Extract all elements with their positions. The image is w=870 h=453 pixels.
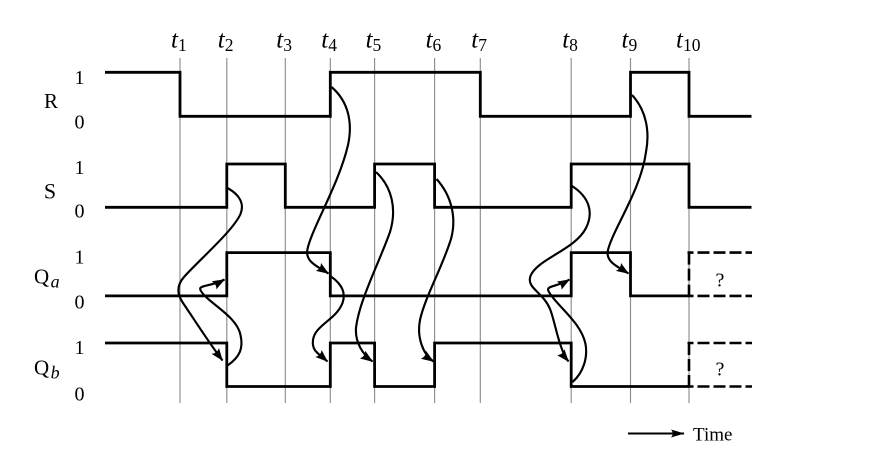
svg-text:Qa: Qa — [34, 265, 60, 292]
svg-text:1: 1 — [75, 337, 85, 359]
svg-text:t9: t9 — [622, 27, 638, 56]
svg-text:0: 0 — [75, 112, 85, 134]
svg-text:Qb: Qb — [34, 356, 60, 383]
svg-text:t8: t8 — [562, 27, 578, 56]
svg-text:t5: t5 — [366, 27, 382, 56]
svg-text:t1: t1 — [171, 27, 187, 56]
svg-text:0: 0 — [75, 384, 85, 406]
svg-text:t3: t3 — [276, 27, 292, 56]
svg-text:t10: t10 — [676, 27, 701, 56]
svg-text:S: S — [44, 179, 56, 204]
svg-text:R: R — [44, 89, 58, 113]
svg-text:t4: t4 — [321, 27, 337, 56]
svg-text:?: ? — [716, 359, 725, 381]
svg-text:1: 1 — [75, 157, 85, 179]
svg-text:t7: t7 — [471, 27, 487, 56]
svg-text:0: 0 — [75, 201, 85, 223]
svg-text:?: ? — [716, 270, 725, 292]
svg-text:1: 1 — [75, 247, 85, 269]
svg-text:0: 0 — [75, 292, 85, 314]
svg-text:Time: Time — [693, 425, 732, 446]
svg-text:1: 1 — [75, 67, 85, 89]
svg-text:t2: t2 — [218, 27, 234, 56]
svg-text:t6: t6 — [426, 27, 442, 56]
